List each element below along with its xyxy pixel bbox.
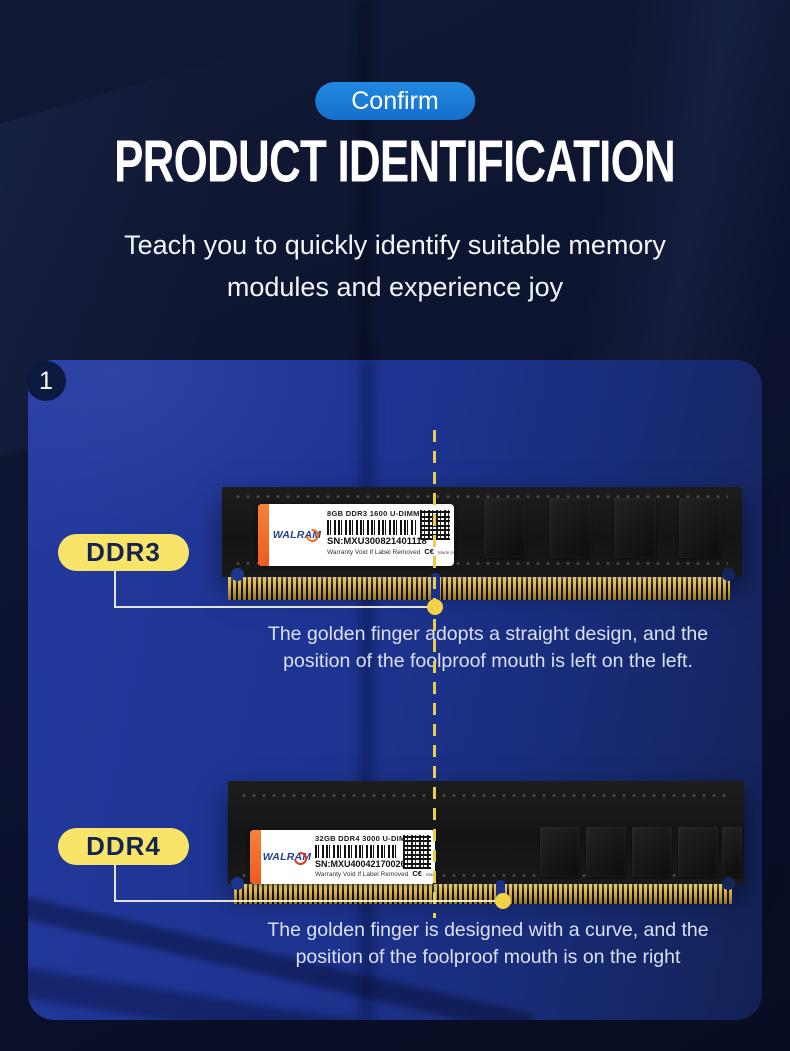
ddr4-module-image: WALRAM 32GB DDR4 3000 U-DIMM SN:MXU40042… (228, 781, 744, 904)
ddr4-product-label: WALRAM 32GB DDR4 3000 U-DIMM SN:MXU40042… (250, 830, 435, 884)
barcode (315, 845, 399, 858)
made-in-text: Made in China (437, 550, 454, 555)
alignment-dashed-line (433, 430, 436, 918)
memory-chip (549, 498, 591, 558)
memory-chip (722, 827, 742, 877)
ddr3-product-label: WALRAM 8GB DDR3 1600 U-DIMM SN:MXU300821… (258, 504, 454, 566)
mounting-hole (231, 568, 244, 581)
background-seam (360, 0, 369, 380)
pcb-dots (236, 494, 728, 499)
ddr4-description-line-2: position of the foolproof mouth is on th… (295, 945, 681, 968)
serial-number: SN:MXU400421700260 (315, 859, 411, 869)
memory-chip (586, 827, 626, 877)
memory-chip (540, 827, 580, 877)
brand-logo: WALRAM (261, 830, 313, 884)
brand-name: WALRAM (262, 851, 312, 863)
mounting-hole (231, 877, 244, 890)
brand-name: WALRAM (272, 529, 322, 541)
ddr4-key-notch (496, 880, 505, 904)
label-text-block: 32GB DDR4 3000 U-DIMM SN:MXU400421700260… (313, 830, 435, 884)
memory-chip (679, 498, 721, 558)
page-title: PRODUCT IDENTIFICATION (114, 127, 677, 195)
memory-chip (614, 498, 656, 558)
warranty-line: Warranty Void If Label Removed C€ Made i… (327, 547, 454, 556)
warranty-text: Warranty Void If Label Removed (315, 871, 409, 878)
label-text-block: 8GB DDR3 1600 U-DIMM SN:MXU300821401118 … (325, 504, 454, 566)
ddr4-leader-line (114, 900, 496, 902)
page-subtitle: Teach you to quickly identify suitable m… (0, 224, 790, 308)
ddr4-gold-fingers (234, 884, 732, 904)
memory-chip (484, 498, 526, 558)
module-spec: 32GB DDR4 3000 U-DIMM (315, 834, 413, 843)
warranty-line: Warranty Void If Label Removed C€ Made i… (315, 869, 435, 878)
ddr3-description-line-1: The golden finger adopts a straight desi… (267, 623, 709, 645)
mounting-hole (722, 568, 735, 581)
ddr3-notch-marker-dot (427, 599, 443, 615)
ddr4-description-line-1: The golden finger is designed with a cur… (267, 919, 709, 941)
ddr4-notch-marker-dot (495, 893, 511, 909)
module-spec: 8GB DDR3 1600 U-DIMM (327, 509, 420, 518)
step-number-badge: 1 (26, 361, 66, 401)
memory-chip (678, 827, 718, 877)
ddr4-tag: DDR4 (58, 828, 189, 865)
ddr3-pcb: WALRAM 8GB DDR3 1600 U-DIMM SN:MXU300821… (222, 487, 742, 577)
ce-mark-icon: C€ (412, 869, 422, 878)
ddr4-description: The golden finger is designed with a cur… (226, 917, 750, 970)
pcb-dots (242, 873, 730, 878)
pcb-dots (242, 793, 730, 798)
ddr3-module-image: WALRAM 8GB DDR3 1600 U-DIMM SN:MXU300821… (222, 487, 742, 600)
ddr3-tag: DDR3 (58, 534, 189, 571)
confirm-button[interactable]: Confirm (315, 82, 475, 120)
ddr3-leader-line (114, 570, 116, 607)
subtitle-line-2: modules and experience joy (226, 272, 564, 302)
background-streak (520, 0, 790, 400)
ddr3-description-line-2: position of the foolproof mouth is left … (283, 649, 693, 672)
warranty-text: Warranty Void If Label Removed (327, 549, 421, 556)
mounting-hole (722, 877, 735, 890)
pcb-dots (236, 561, 728, 566)
ddr3-leader-line (114, 606, 428, 608)
ddr3-description: The golden finger adopts a straight desi… (226, 621, 750, 674)
ddr4-leader-line (114, 864, 116, 901)
memory-chip (632, 827, 672, 877)
label-orange-strip (250, 830, 261, 884)
ce-mark-icon: C€ (424, 547, 434, 556)
serial-number: SN:MXU300821401118 (327, 536, 427, 547)
made-in-text: Made in China (425, 872, 435, 877)
ddr4-pcb: WALRAM 32GB DDR4 3000 U-DIMM SN:MXU40042… (228, 781, 744, 884)
barcode (327, 520, 416, 535)
brand-logo: WALRAM (269, 504, 325, 566)
qr-code-icon (403, 835, 431, 869)
comparison-panel (28, 360, 762, 1020)
ddr3-gold-fingers (228, 577, 730, 600)
label-orange-strip (258, 504, 269, 566)
subtitle-line-1: Teach you to quickly identify suitable m… (124, 230, 666, 260)
